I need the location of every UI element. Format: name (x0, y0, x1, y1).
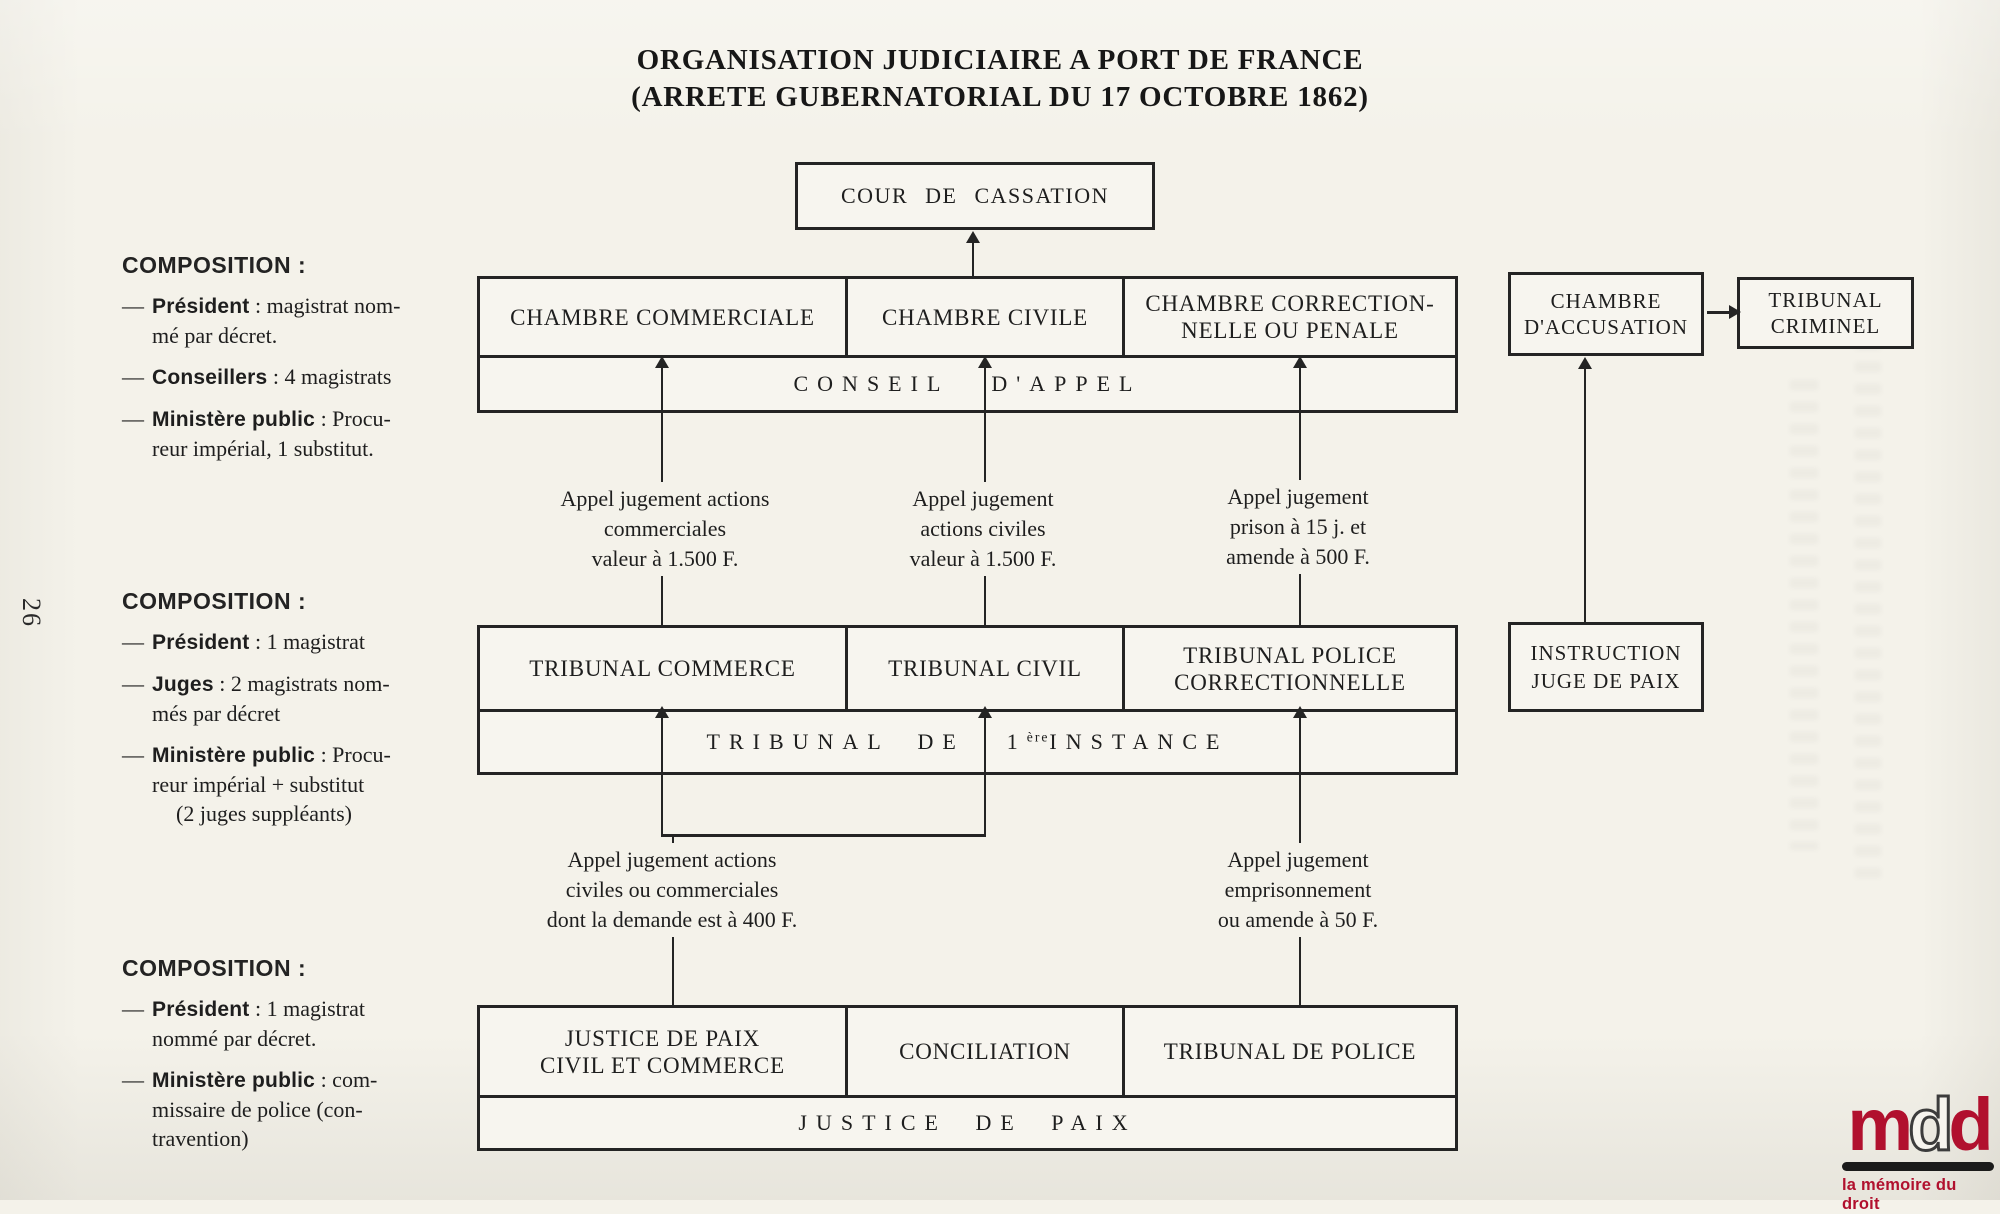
box-tribunal-civil: TRIBUNAL CIVIL (848, 628, 1125, 709)
list-item: — Ministère public : Procu- reur impéria… (122, 406, 391, 461)
box-tribunal-criminel: TRIBUNAL CRIMINEL (1737, 277, 1914, 349)
composition-heading: COMPOSITION : (122, 588, 307, 614)
list-item: — Conseillers : 4 magistrats (122, 364, 392, 389)
list-item: — Ministère public : Procu- reur impéria… (122, 742, 391, 826)
logo-tagline: la mémoire du droit (1842, 1176, 1957, 1213)
bleed-through-ghost (1790, 380, 1818, 850)
list-item: — Président : magistrat nom- mé par décr… (122, 293, 401, 348)
arrow-up-icon (655, 356, 669, 368)
composition-block-justice-paix: COMPOSITION : — Président : 1 magistrat … (122, 955, 474, 1153)
arrow-up-icon (1293, 356, 1307, 368)
arrow-right-icon (1729, 305, 1741, 319)
arrow-up-icon (1293, 706, 1307, 718)
band-tribunal-premiere-instance: TRIBUNAL DE 1ère INSTANCE (480, 709, 1455, 772)
connector-bracket-left (661, 718, 663, 836)
diagram-title: ORGANISATION JUDICIAIRE A PORT DE FRANCE… (0, 42, 2000, 116)
box-chambre-civile: CHAMBRE CIVILE (848, 279, 1125, 355)
box-tribunal-de-police: TRIBUNAL DE POLICE (1163, 1039, 1417, 1064)
tribunals-row: TRIBUNAL COMMERCE TRIBUNAL CIVIL TRIBUNA… (480, 628, 1455, 709)
list-item: — Ministère public : com- missaire de po… (122, 1067, 378, 1151)
chambers-row: CHAMBRE COMMERCIALE CHAMBRE CIVILE CHAMB… (480, 279, 1455, 355)
composition-block-instance: COMPOSITION : — Président : 1 magistrat … (122, 588, 474, 828)
box-chambre-accusation: CHAMBRE D'ACCUSATION (1508, 272, 1704, 356)
band-conseil-appel: CONSEIL D'APPEL (480, 355, 1455, 410)
box-tribunal-commerce: TRIBUNAL COMMERCE (480, 628, 848, 709)
arrow-up-icon (978, 706, 992, 718)
bleed-through-ghost (1855, 340, 1881, 880)
arrow-up-icon (655, 706, 669, 718)
list-item: — Président : 1 magistrat nommé par décr… (122, 996, 365, 1051)
arrow-up-icon (978, 356, 992, 368)
box-justice-de-paix-group: JUSTICE DE PAIX CIVIL ET COMMERCE CONCIL… (477, 1005, 1458, 1151)
title-line-2: (ARRETE GUBERNATORIAL DU 17 OCTOBRE 1862… (631, 81, 1369, 113)
box-justice-paix-civil-commerce: JUSTICE DE PAIX CIVIL ET COMMERCE (480, 1008, 848, 1095)
page-number: 26 (17, 598, 46, 628)
box-conciliation: CONCILIATION (848, 1008, 1125, 1095)
box-tribunal-instance-group: TRIBUNAL COMMERCE TRIBUNAL CIVIL TRIBUNA… (477, 625, 1458, 775)
mdd-logo-wordmark: mdd (1847, 1083, 1993, 1166)
box-label: COUR DE CASSATION (841, 183, 1109, 208)
composition-block-appel: COMPOSITION : — Président : magistrat no… (122, 252, 474, 463)
box-instruction-juge-de-paix: INSTRUCTION JUGE DE PAIX (1508, 622, 1704, 712)
mdd-logo: mdd la mémoire du droit (1840, 1083, 1996, 1214)
arrow-up-icon (1578, 357, 1592, 369)
title-line-1: ORGANISATION JUDICIAIRE A PORT DE FRANCE (636, 44, 1364, 76)
arrow-up-icon (966, 231, 980, 243)
connector-bracket-right (984, 718, 986, 836)
composition-heading: COMPOSITION : (122, 252, 307, 278)
box-chambre-commerciale: CHAMBRE COMMERCIALE (480, 279, 848, 355)
box-chambre-correctionnelle: CHAMBRE CORRECTION- NELLE OU PENALE (1145, 291, 1435, 343)
connector-cassation (972, 243, 974, 277)
justice-row: JUSTICE DE PAIX CIVIL ET COMMERCE CONCIL… (480, 1008, 1455, 1095)
connector-bracket-bar (661, 834, 986, 837)
composition-heading: COMPOSITION : (122, 955, 307, 981)
list-item: — Président : 1 magistrat (122, 629, 365, 654)
connector-instruction-accusation (1584, 369, 1586, 622)
box-tribunal-police-correctionnelle: TRIBUNAL POLICE CORRECTIONNELLE (1174, 642, 1406, 695)
logo-bar (1842, 1162, 1994, 1171)
box-conseil-appel-group: CHAMBRE COMMERCIALE CHAMBRE CIVILE CHAMB… (477, 276, 1458, 413)
band-justice-de-paix: JUSTICE DE PAIX (480, 1095, 1455, 1148)
box-cour-de-cassation: COUR DE CASSATION (795, 162, 1155, 230)
connector-accusation-criminel (1707, 311, 1731, 314)
list-item: — Juges : 2 magistrats nom- més par décr… (122, 671, 390, 726)
